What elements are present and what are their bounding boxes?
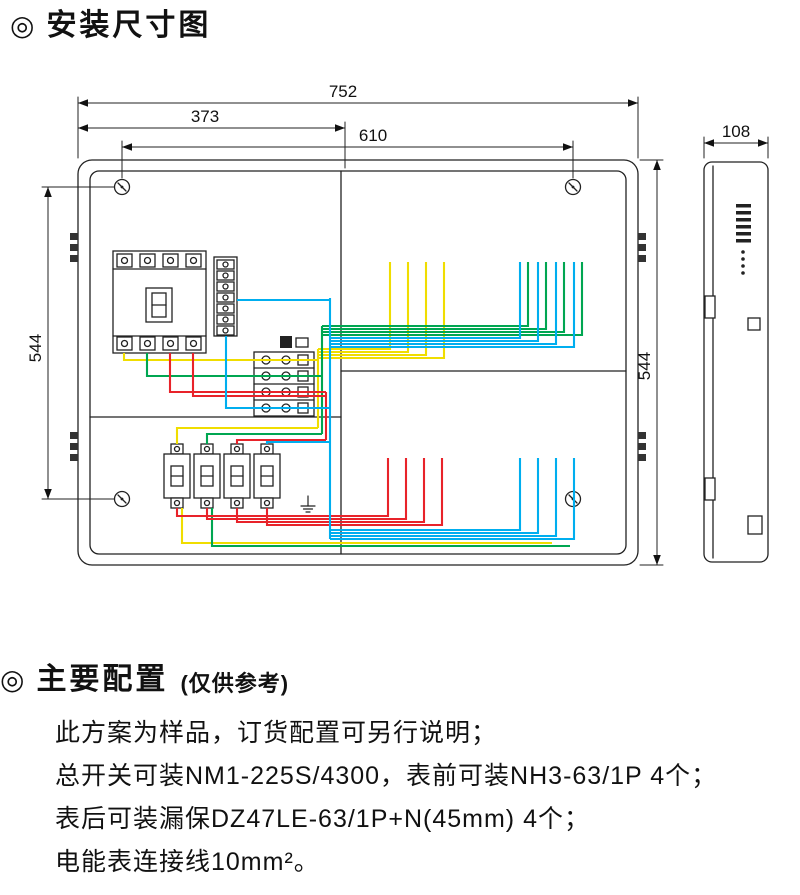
meter-terminal-strip [213,256,238,337]
installation-dimension-diagram: 752 373 610 544 [26,82,769,566]
dim-label-overall-height: 544 [635,352,654,380]
dim-label-depth: 108 [722,122,750,141]
branch-breaker [193,443,221,509]
section-bullet-icon: ◎ [10,10,35,41]
front-view [70,159,646,566]
vent-slots [736,204,751,275]
config-section-header: ◎ 主要配置 (仅供参考) [0,662,780,698]
wires-green [145,262,584,548]
config-line: 此方案为样品，订货配置可另行说明； [55,719,498,747]
mounting-tabs [70,233,646,461]
branch-breaker [163,443,191,509]
dimension-mounting-hole-height: 544 [26,186,115,500]
screw-icon [564,178,582,196]
diagram-area: 752 373 610 544 [0,55,800,650]
dimension-overall-height: 544 [635,159,664,566]
wires-red [168,353,444,527]
dimension-left-partial-width: 373 [77,107,346,169]
config-title-note: (仅供参考) [180,671,290,696]
wires-blue [224,262,576,541]
ground-icon [300,495,316,513]
wires-yellow [122,262,552,545]
config-line: 电能表连接线10mm²。 [55,848,320,876]
config-section: ◎ 主要配置 (仅供参考) 此方案为样品，订货配置可另行说明； 总开关可装NM1… [0,662,780,884]
main-breaker [112,250,207,354]
side-view [703,161,769,563]
config-line: 总开关可装NM1-225S/4300，表前可装NH3-63/1P 4个； [55,762,718,790]
section-bullet-icon: ◎ [0,664,25,695]
branch-breaker [253,443,281,509]
config-notes: 此方案为样品，订货配置可另行说明； 总开关可装NM1-225S/4300，表前可… [55,712,780,884]
screw-icon [113,490,131,508]
screw-icon [113,178,131,196]
dim-label-overall-width: 752 [329,82,357,101]
dimension-overall-width: 752 [77,82,639,159]
config-title: 主要配置 [36,663,169,696]
dim-label-mounting-hole-width: 610 [359,126,387,145]
branch-breakers [163,443,281,509]
branch-breaker [223,443,251,509]
dim-label-left-partial-width: 373 [191,107,219,126]
dimension-annotations: 752 373 610 544 [26,82,769,566]
dimension-mounting-hole-width: 610 [121,126,574,179]
config-line: 表后可装漏保DZ47LE-63/1P+N(45mm) 4个； [55,805,590,833]
install-section-header: ◎ 安装尺寸图 [10,8,211,44]
dimension-depth: 108 [703,122,769,159]
dim-label-mounting-hole-height: 544 [26,334,45,362]
install-diagram-title: 安装尺寸图 [46,9,212,42]
